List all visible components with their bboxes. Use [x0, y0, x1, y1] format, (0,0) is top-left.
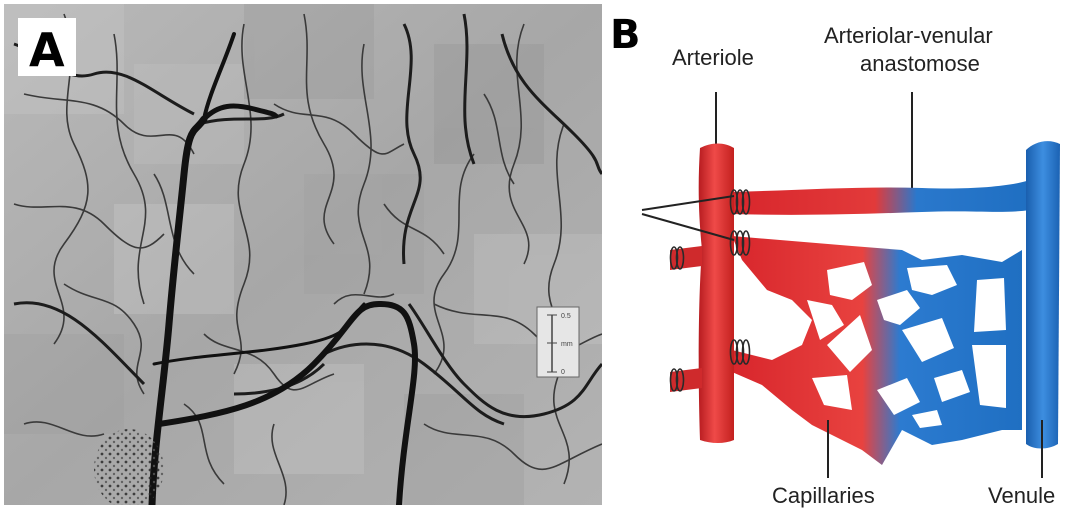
microcirculation-diagram: B Arteriole Arteriolar-venular anastomos… — [602, 0, 1068, 509]
micrograph-panel: 0.5 mm 0 A — [4, 4, 602, 505]
anastomose-label-line2: anastomose — [860, 51, 980, 76]
arteriole-side-stub-bottom — [670, 368, 702, 392]
scale-bar: 0.5 mm 0 — [537, 307, 579, 377]
panel-a-letter: A — [29, 23, 65, 77]
anastomose-label-line1: Arteriolar-venular — [824, 23, 993, 48]
scale-bar-top-label: 0.5 — [561, 313, 571, 320]
scale-bar-unit-label: mm — [561, 341, 573, 348]
capillary-network — [732, 236, 1022, 465]
arteriole-side-stub-top — [670, 246, 702, 270]
panel-b-letter: B — [610, 12, 641, 58]
arteriole-label: Arteriole — [672, 45, 754, 70]
arteriole-vessel — [699, 144, 734, 444]
capillaries-label: Capillaries — [772, 483, 875, 508]
scale-bar-bottom-label: 0 — [561, 369, 565, 376]
venule-label: Venule — [988, 483, 1055, 508]
venule-vessel — [1026, 141, 1060, 448]
arteriolar-venular-anastomose — [732, 180, 1030, 215]
